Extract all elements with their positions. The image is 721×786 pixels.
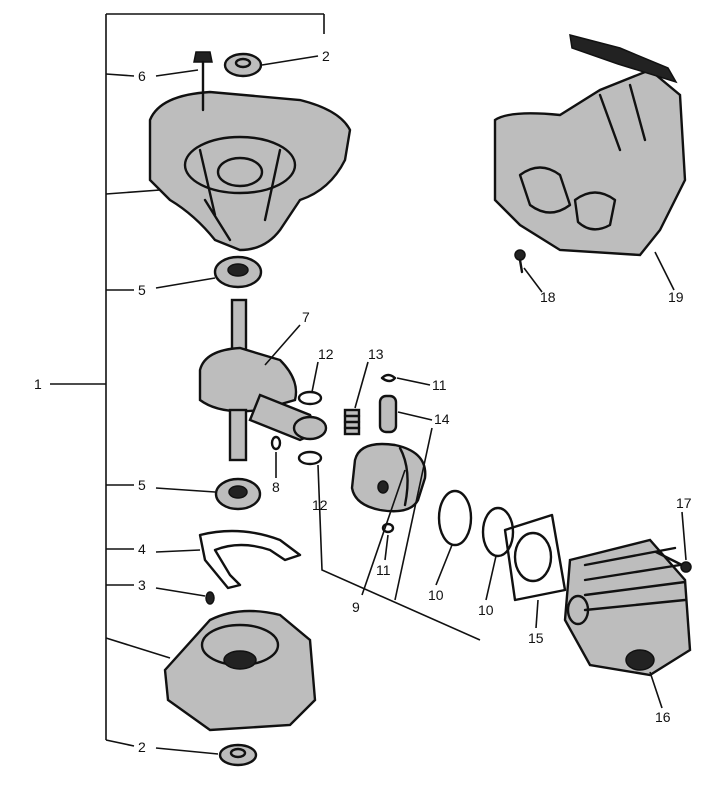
callout-7: 7 — [302, 309, 310, 325]
piston-pin-clip-lower — [381, 522, 395, 534]
dowel-pin — [205, 591, 215, 605]
callout-18: 18 — [540, 289, 556, 305]
callout-9: 9 — [352, 599, 360, 615]
callout-12-upper: 12 — [318, 346, 334, 362]
callout-2-bottom: 2 — [138, 739, 146, 755]
callout-13: 13 — [368, 346, 384, 362]
crankcase-upper — [148, 90, 352, 252]
callout-1: 1 — [34, 376, 42, 392]
engine-shroud — [493, 33, 687, 257]
bearing-top — [213, 255, 263, 289]
callout-19: 19 — [668, 289, 684, 305]
callout-11-lower: 11 — [376, 562, 391, 578]
callout-3: 3 — [138, 577, 146, 593]
assembly-bracket — [50, 13, 325, 740]
bearing-bottom — [214, 477, 262, 511]
callout-10-b: 10 — [478, 602, 494, 618]
needle-bearing — [343, 408, 361, 436]
piston-ring-b — [481, 506, 515, 558]
woodruff-key — [270, 435, 282, 451]
oil-seal-top — [223, 52, 263, 78]
callout-15: 15 — [528, 630, 544, 646]
leader-lines — [105, 55, 687, 755]
callout-6: 6 — [138, 68, 146, 84]
washer-12-upper — [297, 390, 323, 406]
piston-pin — [378, 394, 398, 434]
piston-ring-a — [437, 489, 473, 547]
callout-17: 17 — [676, 495, 692, 511]
callout-2-top: 2 — [322, 48, 330, 64]
callout-14: 14 — [434, 411, 450, 427]
callout-11-upper: 11 — [432, 377, 447, 393]
crankshaft — [198, 298, 328, 462]
cylinder-screw — [654, 550, 692, 573]
piston-pin-clip-upper — [380, 373, 397, 383]
screw-6 — [193, 51, 213, 112]
washer-12-lower — [297, 450, 323, 466]
callout-12-lower: 12 — [312, 497, 328, 513]
shroud-screw — [514, 249, 526, 274]
oil-seal-bottom — [218, 743, 258, 767]
piston — [350, 442, 427, 513]
callout-4: 4 — [138, 541, 146, 557]
callout-10-a: 10 — [428, 587, 444, 603]
cylinder — [563, 538, 692, 677]
callout-labels: 1 2 6 5 7 12 13 11 14 8 12 5 4 3 2 11 9 … — [34, 48, 692, 755]
crankcase-gasket — [198, 529, 302, 590]
callout-5-top: 5 — [138, 282, 146, 298]
cylinder-gasket — [503, 513, 567, 602]
callout-16: 16 — [655, 709, 671, 725]
callout-5-bottom: 5 — [138, 477, 146, 493]
crankcase-lower — [163, 609, 317, 732]
callout-8: 8 — [272, 479, 280, 495]
